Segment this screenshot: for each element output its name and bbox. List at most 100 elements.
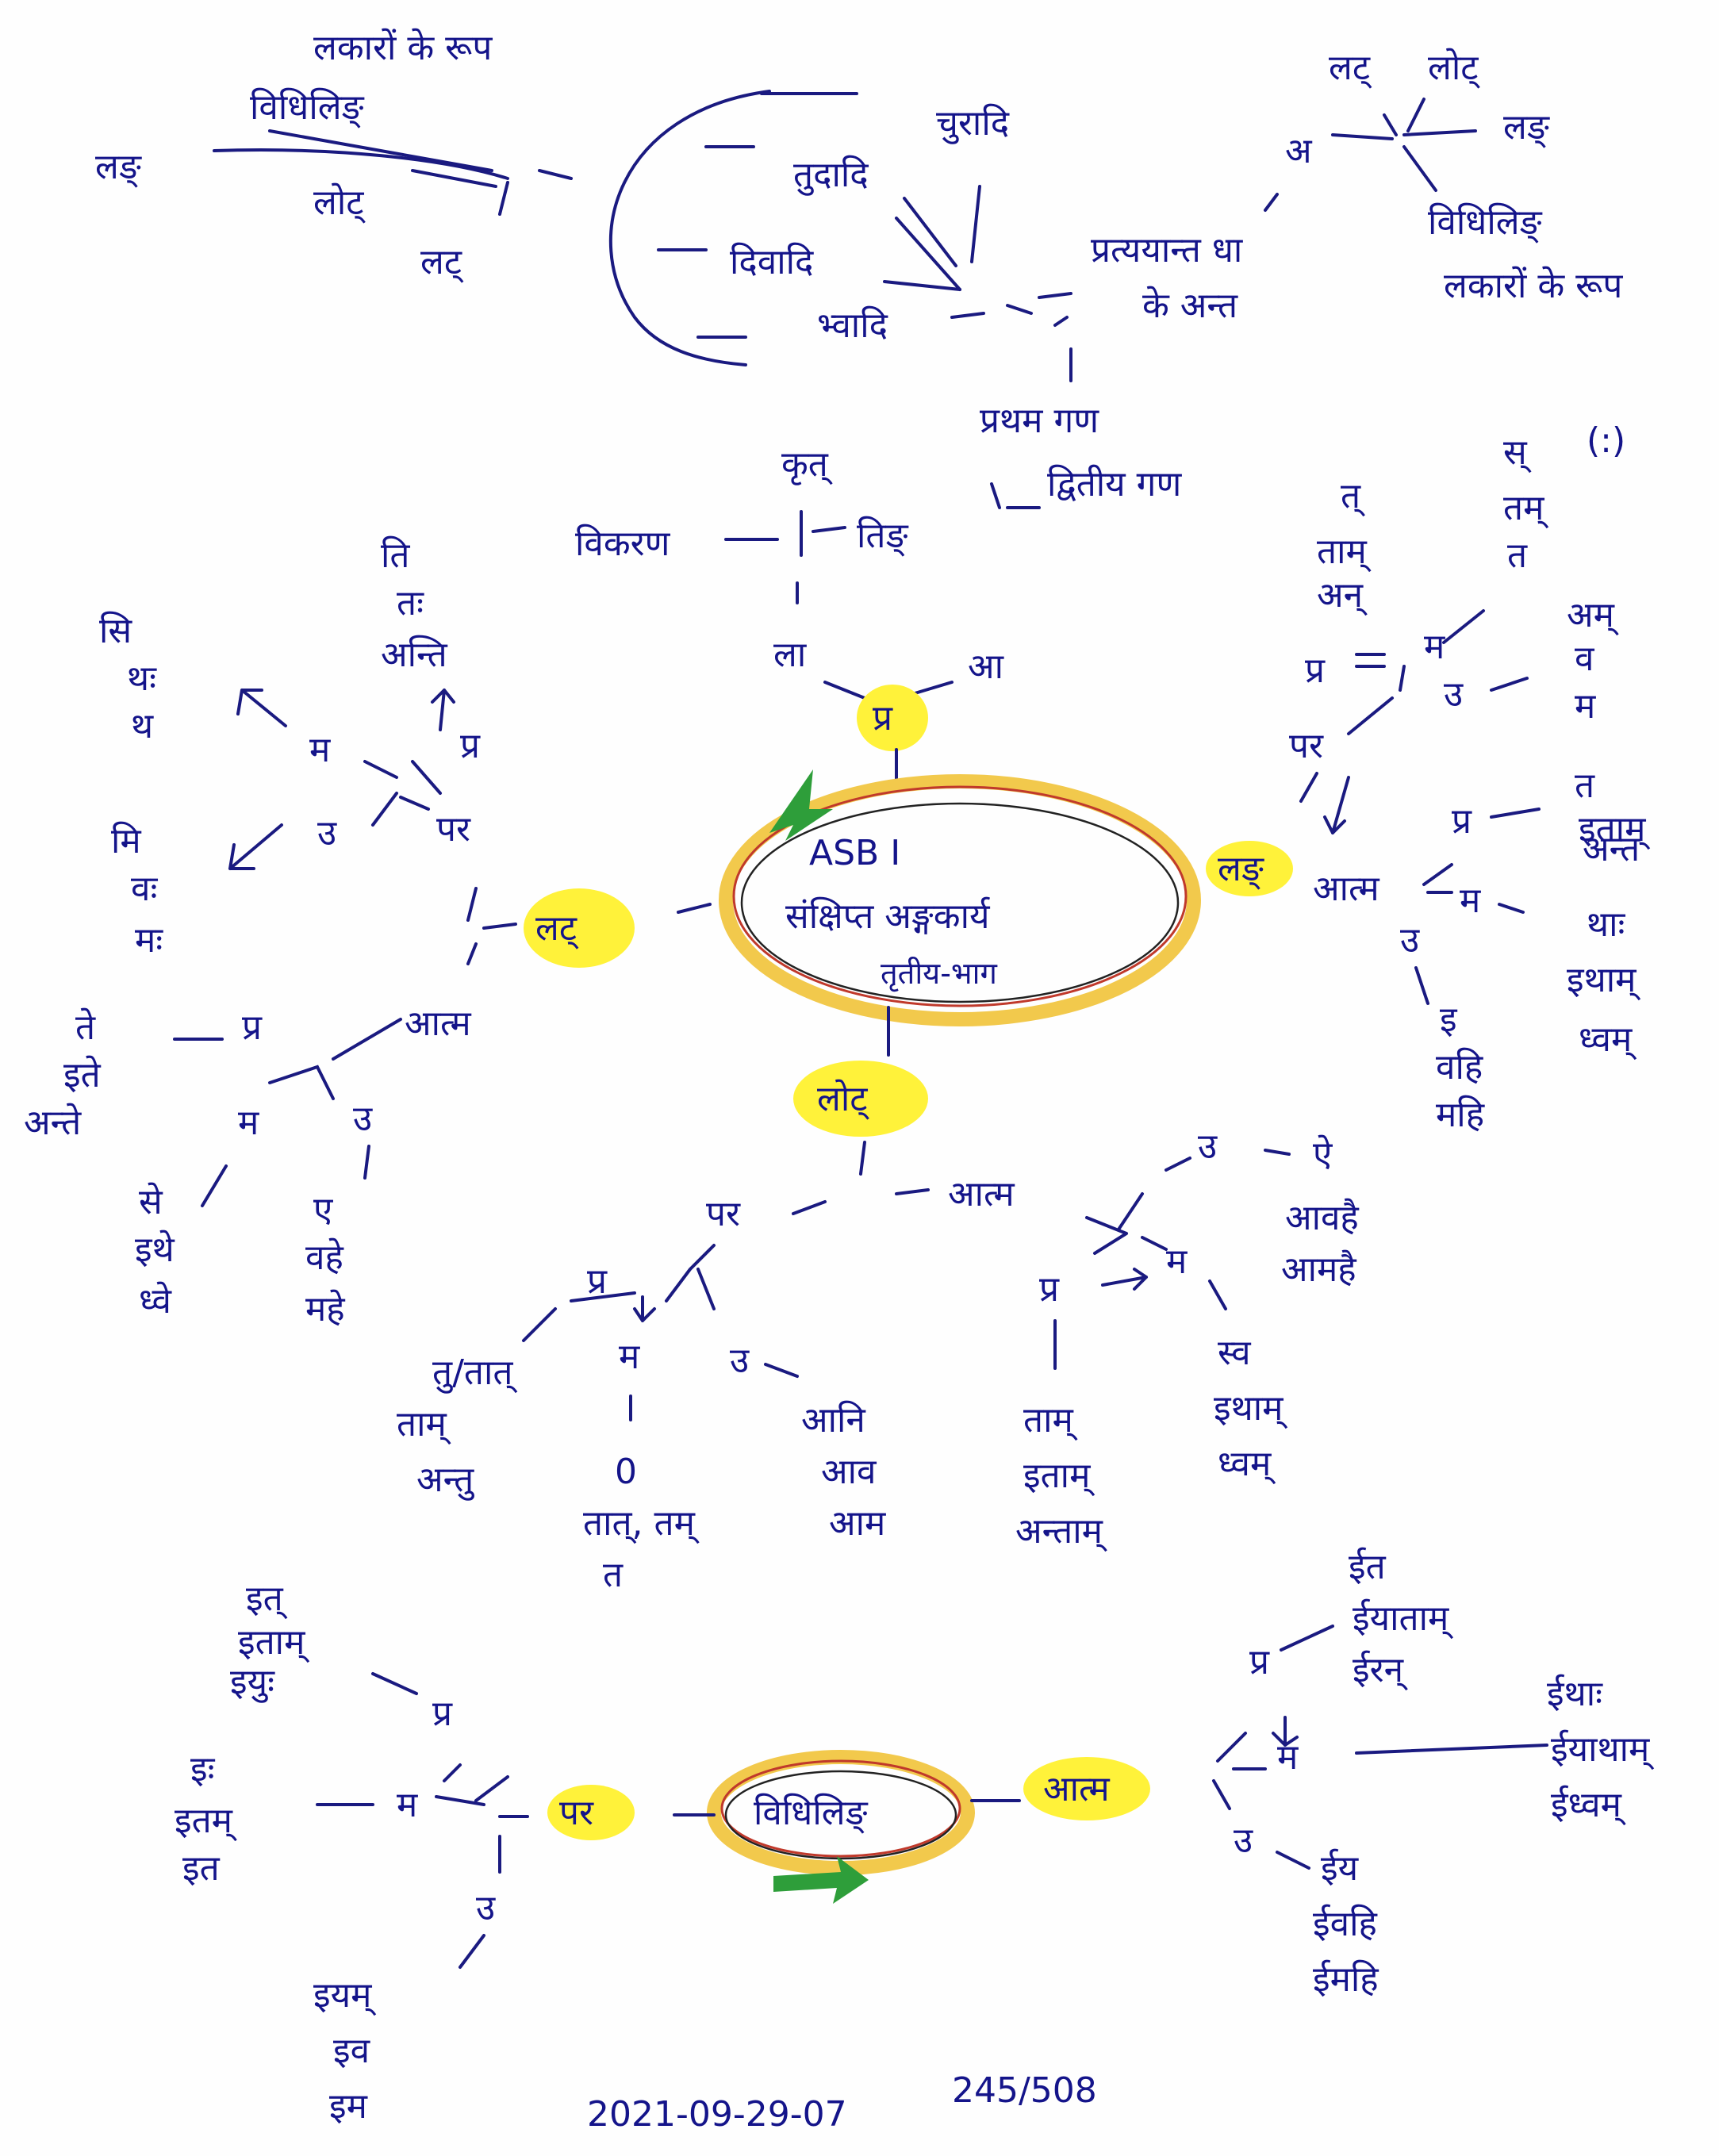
- connector: [1264, 193, 1279, 212]
- connector: [1490, 808, 1541, 819]
- lat-p-m-label: म: [309, 730, 331, 770]
- pra-highlight: [857, 685, 928, 751]
- connector: [1141, 1236, 1168, 1251]
- lan-p-m-extra: (:): [1587, 420, 1625, 461]
- pra-label: प्र: [873, 698, 893, 738]
- vidhilin-p-u-f3: इम: [329, 2086, 368, 2127]
- lakaron-ke-rup-label: लकारों के रूप: [313, 28, 493, 68]
- connector: [371, 1672, 418, 1695]
- vidhilin-a-m-f2: ईयाथाम्: [1551, 1729, 1654, 1770]
- lot-a-u-label: उ: [1198, 1126, 1218, 1167]
- vidhilin-p-pra-f2: इताम्: [238, 1622, 309, 1663]
- lat-p-u-f1: मि: [111, 821, 141, 861]
- lat-atmane-label: आत्म: [405, 1003, 471, 1044]
- lat-p-u-f2: वः: [131, 869, 158, 909]
- connector: [1347, 696, 1394, 735]
- lan-node-label: लङ्: [1218, 849, 1264, 890]
- connector: [482, 923, 517, 930]
- vidhilin-a-pra-f2: ईयाताम्: [1353, 1598, 1453, 1640]
- connector: [399, 796, 430, 811]
- connector: [522, 1307, 557, 1342]
- connector: [1276, 1851, 1310, 1870]
- lot-parasmai-label: पर: [706, 1194, 741, 1234]
- connector: [363, 1145, 370, 1180]
- connector: [1053, 316, 1069, 327]
- center-ring-outer: [719, 774, 1201, 1026]
- connector: [1498, 903, 1525, 914]
- lat-a-pra-f1: ते: [75, 1007, 96, 1048]
- lan-label: लङ्: [95, 147, 142, 188]
- lat-p-m-f2: थः: [127, 658, 157, 699]
- lan-a-m-f2: इथाम्: [1567, 960, 1640, 1001]
- connector: [1085, 1192, 1144, 1255]
- vidhilin-para-highlight: [547, 1785, 635, 1840]
- connector: [903, 197, 957, 267]
- connector: [1006, 304, 1033, 315]
- vidhilin-p-pra-f3: इयुः: [230, 1662, 275, 1703]
- pratyayanta-label: प्रत्ययान्त धा: [1091, 230, 1244, 270]
- lat-p-u-f3: मः: [135, 920, 163, 961]
- lot-a-pra-f2: इताम्: [1023, 1456, 1095, 1497]
- lot-highlight: [793, 1061, 928, 1137]
- lan-p-pra-f1: त्: [1341, 476, 1365, 517]
- tr-vidhilin-label: विधिलिङ्: [1428, 202, 1543, 244]
- lat-a-m-f3: ध्वे: [139, 1281, 173, 1322]
- lat-a-m-f1: से: [139, 1182, 163, 1222]
- center-node: ASB I संक्षिप्त अङ्गकार्य तृतीय-भाग: [677, 769, 1201, 1057]
- lat-a-u-f2: वहे: [305, 1237, 343, 1278]
- churadi-label: चुरादि: [936, 103, 1010, 144]
- vidhilin-a-m-f1: ईथाः: [1547, 1674, 1603, 1714]
- bhvadi-label: भ्वादि: [817, 305, 888, 346]
- arrow: [228, 823, 283, 870]
- vidhilin-a-pra-f1: ईत: [1349, 1547, 1387, 1587]
- lat-p-pra-f3: अन्ति: [381, 635, 448, 675]
- vidhilin-node-label: विधिलिङ्: [754, 1793, 869, 1834]
- lan-a-pra-label: प्र: [1452, 801, 1472, 842]
- connector: [1442, 609, 1485, 644]
- vidhilin-p-m-f1: इः: [190, 1749, 216, 1790]
- lot-p-m-f3: त: [603, 1555, 624, 1595]
- lat-node-label: लट्: [535, 908, 579, 949]
- connector: [895, 217, 961, 291]
- lat-p-u-label: उ: [317, 813, 337, 854]
- tr-lot-label: लोट्: [1428, 48, 1480, 89]
- lan-a-u-f3: महि: [1436, 1095, 1485, 1135]
- connector: [859, 1141, 866, 1176]
- arrow: [431, 689, 455, 731]
- lan-p-pra-f3: अन्: [1317, 575, 1368, 616]
- connector: [1406, 98, 1425, 132]
- top-right-cluster: लट् लोट् अ लङ् विधिलिङ् लकारों के रूप: [1264, 48, 1623, 306]
- lan-a-u-f2: वहि: [1436, 1047, 1483, 1088]
- connector: [764, 1363, 799, 1378]
- vidhilin-p-u-f2: इव: [333, 2031, 371, 2071]
- lat-a-pra-f2: इते: [63, 1055, 102, 1095]
- lan-a-pra-f1: त: [1575, 765, 1595, 806]
- connector: [201, 1164, 228, 1207]
- lot-label: लोट्: [313, 182, 366, 224]
- dwitiya-gana-label: द्वितीय गण: [1047, 464, 1182, 504]
- lan-a-u-f1: इ: [1440, 999, 1458, 1040]
- lan-a-m-label: म: [1460, 880, 1481, 921]
- connector: [1208, 1279, 1227, 1310]
- lot-p-u-f1: आनि: [801, 1400, 866, 1441]
- lot-p-m-f2: तात्, तम्: [583, 1503, 700, 1544]
- lot-p-pra-label: प्र: [587, 1261, 608, 1302]
- tr-lakaron-label: लकारों के रूप: [1444, 266, 1623, 306]
- lan-a-u-label: उ: [1400, 920, 1420, 961]
- lot-p-u-f3: आम: [829, 1503, 886, 1544]
- vidhilin-a-u-label: उ: [1234, 1820, 1253, 1861]
- lan-p-pra-f2: ताम्: [1317, 531, 1372, 573]
- gana-cluster: चुरादि तुदादि दिवादि भ्वादि प्रत्ययान्त …: [657, 92, 1244, 509]
- connector: [990, 482, 1001, 509]
- footer-page: 245/508: [952, 2070, 1097, 2111]
- connector: [466, 887, 478, 922]
- connector: [1402, 129, 1477, 136]
- gana-bracket: [608, 90, 771, 366]
- vidhilin-p-pra-f1: इत्: [246, 1579, 288, 1620]
- connector: [1264, 1149, 1291, 1156]
- lat-a-u-f3: महे: [305, 1289, 345, 1329]
- lot-a-m-f2: इथाम्: [1214, 1388, 1287, 1429]
- connector: [1165, 1157, 1191, 1172]
- lot-a-pra-f3: अन्ताम्: [1015, 1511, 1107, 1552]
- tudadi-label: तुदादि: [793, 155, 869, 196]
